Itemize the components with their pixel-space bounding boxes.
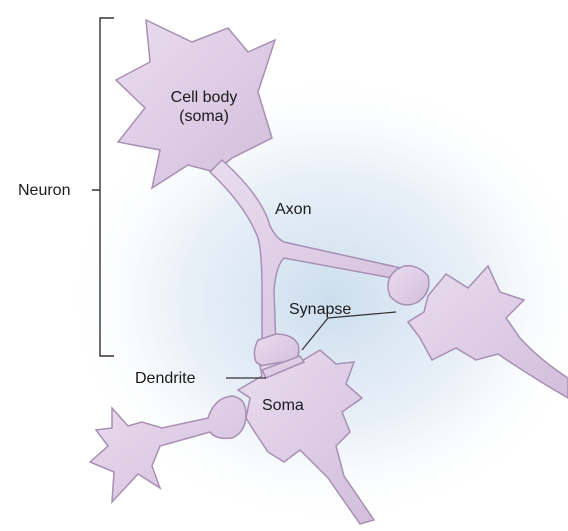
synapse-label: Synapse — [289, 301, 352, 318]
axon-terminal-right — [387, 264, 430, 306]
dendrite-label: Dendrite — [135, 370, 196, 387]
left-neuron — [88, 395, 247, 505]
dendrite-branch — [260, 355, 306, 379]
synapse-leader — [301, 311, 397, 351]
lower-soma — [236, 349, 376, 525]
background-glow — [60, 70, 568, 530]
cell-body-label-line1: Cell body — [170, 89, 238, 106]
soma-label: Soma — [262, 397, 304, 414]
cell-body-label: Cell body (soma) — [150, 88, 258, 126]
neuron-label: Neuron — [18, 182, 71, 199]
top-axon — [208, 158, 416, 349]
axon-label: Axon — [275, 201, 312, 218]
neuron-bracket — [92, 17, 114, 357]
cell-body-label-line2: (soma) — [179, 108, 229, 125]
